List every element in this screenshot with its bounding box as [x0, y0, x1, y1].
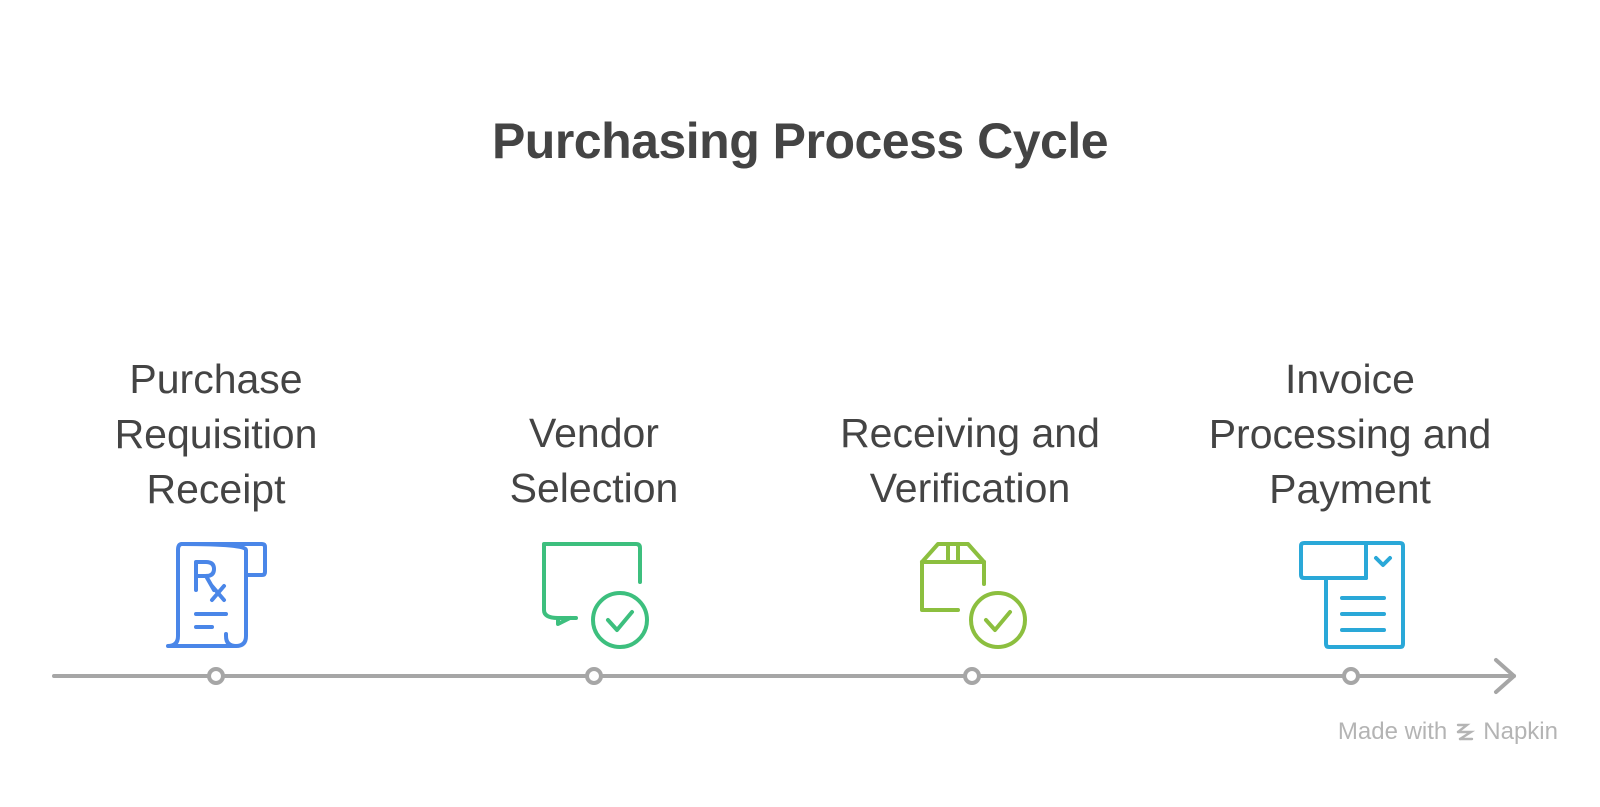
- step-label-purchase-requisition: Purchase Requisition Receipt: [46, 352, 386, 517]
- timeline-marker-purchase-requisition: [207, 667, 225, 685]
- step-label-receiving-verification: Receiving and Verification: [800, 406, 1140, 516]
- step-label-line: Requisition: [114, 411, 318, 457]
- step-label-line: Invoice: [1285, 356, 1415, 402]
- napkin-watermark: Made with Napkin: [1338, 718, 1558, 746]
- napkin-logo-icon: [1457, 723, 1476, 741]
- step-label-line: Verification: [869, 465, 1071, 511]
- diagram-title: Purchasing Process Cycle: [491, 113, 1109, 169]
- step-label-line: Selection: [509, 465, 679, 511]
- step-label-line: Processing and: [1208, 411, 1492, 457]
- step-label-vendor-selection: Vendor Selection: [424, 406, 764, 516]
- step-label-line: Payment: [1269, 466, 1431, 512]
- timeline-axis: [52, 658, 1516, 694]
- timeline-marker-invoice-payment: [1342, 667, 1360, 685]
- step-label-line: Purchase: [129, 356, 303, 402]
- step-label-line: Vendor: [529, 410, 659, 456]
- prescription-icon: [166, 542, 267, 648]
- timeline-marker-receiving-verification: [963, 667, 981, 685]
- step-label-line: Receipt: [146, 466, 286, 512]
- step-label-invoice-payment: Invoice Processing and Payment: [1180, 352, 1520, 517]
- step-label-line: Receiving and: [840, 410, 1100, 456]
- timeline-marker-vendor-selection: [585, 667, 603, 685]
- box-check-icon: [920, 542, 1027, 649]
- invoice-icon: [1299, 541, 1405, 649]
- watermark-prefix: Made with: [1337, 718, 1448, 745]
- watermark-brand: Napkin: [1483, 718, 1558, 745]
- chat-check-icon: [542, 542, 649, 649]
- timeline-arrowhead: [1494, 658, 1516, 694]
